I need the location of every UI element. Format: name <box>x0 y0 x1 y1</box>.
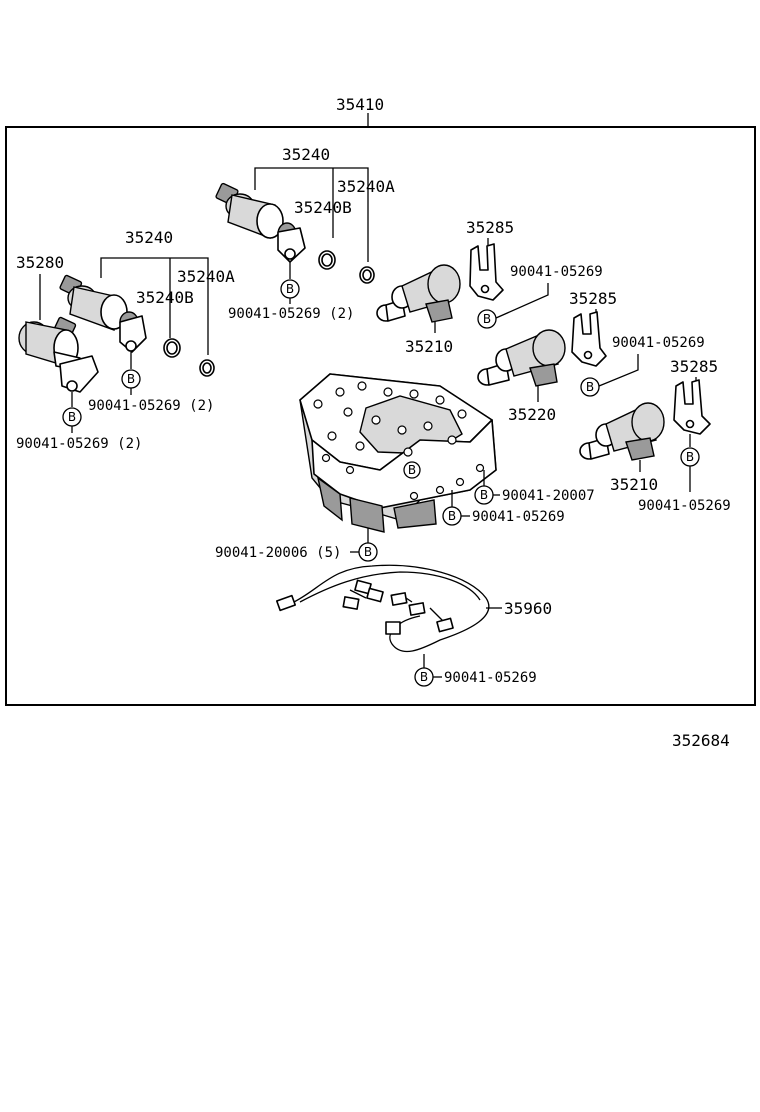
solenoid-3-label: 35210 <box>610 475 658 494</box>
solenoid-35210-upper <box>376 264 461 323</box>
left-solenoid-main-label: 35240 <box>125 228 173 247</box>
left-solenoid-sub-b-label: 35240B <box>136 288 194 307</box>
bolt-b-label: 90041-05269 <box>472 509 565 525</box>
bracket-1 <box>469 243 504 301</box>
upper-solenoid <box>215 182 306 263</box>
left-bolt-b: B <box>127 372 135 386</box>
valve-body: B <box>299 373 497 533</box>
upper-o-ring-large-inner <box>321 253 333 267</box>
bolt-a-b: B <box>480 488 488 502</box>
solenoid-1-label: 35210 <box>405 337 453 356</box>
bracket-1-label: 35285 <box>466 218 514 237</box>
valve-body-b: B <box>408 463 416 477</box>
far-left-bolt-b: B <box>68 410 76 424</box>
bolt-2-label: 90041-05269 <box>612 335 705 351</box>
bolt-1-leader <box>495 283 549 319</box>
upper-bolt-label: 90041-05269 (2) <box>228 306 354 322</box>
bolt-1-label: 90041-05269 <box>510 264 603 280</box>
left-solenoid-group: 35240 35240A 35240B B 90041-05269 (2) <box>59 228 235 414</box>
bolt-c-label: 90041-20006 (5) <box>215 545 341 561</box>
bolt-1-symbol <box>477 309 497 329</box>
harness-bolt-label: 90041-05269 <box>444 670 537 686</box>
left-o-ring-small-inner <box>202 362 212 374</box>
solenoid-2-label: 35220 <box>508 405 556 424</box>
bracket-1-hole <box>480 284 490 294</box>
bolt-b-b: B <box>448 509 456 523</box>
left-o-ring-large-inner <box>166 341 178 355</box>
right-set-2: 35285 90041-05269 B 35220 <box>477 289 705 424</box>
bracket-2 <box>571 311 607 367</box>
bolt-1-b: B <box>483 312 491 326</box>
bracket-2-label: 35285 <box>569 289 617 308</box>
bracket-3-label: 35285 <box>670 357 718 376</box>
bolt-3-b: B <box>686 450 694 464</box>
figure-code: 352684 <box>672 731 730 750</box>
upper-solenoid-group: 35240 35240A 35240B B 90041-05269 (2) <box>215 145 395 322</box>
far-left-solenoid <box>18 316 99 393</box>
bolt-2-b: B <box>586 380 594 394</box>
bracket-3 <box>673 379 711 435</box>
upper-solenoid-sub-a-label: 35240A <box>337 177 395 196</box>
solenoid-35210-lower <box>579 402 665 461</box>
harness-label: 35960 <box>504 599 552 618</box>
bolt-c-b: B <box>364 545 372 559</box>
upper-solenoid-main-label: 35240 <box>282 145 330 164</box>
left-bolt-label: 90041-05269 (2) <box>88 398 214 414</box>
upper-solenoid-sub-b-label: 35240B <box>294 198 352 217</box>
wire-harness: 35960 B 90041-05269 <box>275 564 552 687</box>
solenoid-35220 <box>477 329 566 387</box>
left-solenoid <box>59 274 147 353</box>
far-left-solenoid-label: 35280 <box>16 253 64 272</box>
valve-body-bolts: B 90041-20007 B 90041-05269 B 90041-2000… <box>215 470 595 562</box>
right-set-1: 35285 90041-05269 B 35210 <box>376 218 603 356</box>
left-solenoid-bracket-line <box>100 257 209 355</box>
right-set-3: 35285 B 90041-05269 35210 <box>579 357 731 514</box>
upper-o-ring-small-inner <box>362 269 372 281</box>
valve-body-b-symbol <box>403 461 421 479</box>
bolt-2-leader <box>598 354 639 387</box>
bolt-3-label: 90041-05269 <box>638 498 731 514</box>
upper-solenoid-bracket-line <box>254 167 369 262</box>
assembly-label: 35410 <box>336 95 384 114</box>
bracket-3-hole <box>685 419 695 429</box>
upper-bolt-b: B <box>286 282 294 296</box>
far-left-solenoid-group: 35280 B 90041-05269 (2) <box>16 253 142 452</box>
left-solenoid-sub-a-label: 35240A <box>177 267 235 286</box>
harness-bolt-b: B <box>420 670 428 684</box>
valve-body-studs <box>313 381 485 501</box>
bolt-a-label: 90041-20007 <box>502 488 595 504</box>
bracket-2-hole <box>583 350 593 360</box>
far-left-bolt-label: 90041-05269 (2) <box>16 436 142 452</box>
assembly-frame <box>5 126 756 706</box>
bolt-2-symbol <box>580 377 600 397</box>
